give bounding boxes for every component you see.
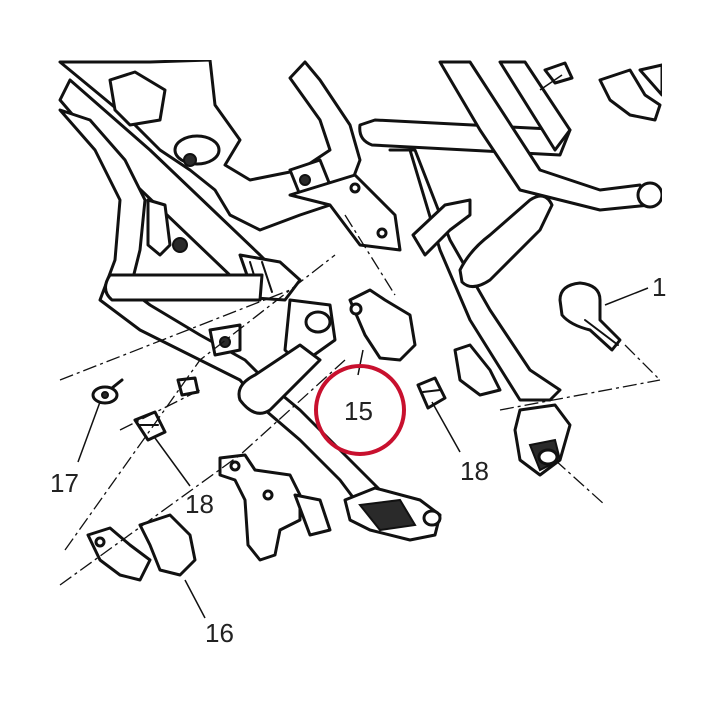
frame-upper-right [358,60,664,212]
hanging-plate-bracket [218,453,332,562]
footpeg-bracket-lower [343,486,442,542]
small-mounts [176,323,242,397]
crop-mask-left [0,0,58,720]
footpeg-bracket-right [453,343,572,477]
assembly-guide-lines [59,214,661,586]
center-bracket-plate [288,173,402,252]
callout-15: 15 [344,396,373,426]
crop-mask-right [662,0,720,720]
callout-18-right: 18 [460,456,489,486]
callout-18-left: 18 [185,489,214,519]
part-18-clip-nut-left [133,410,167,442]
part-15-rubber-mount [348,288,417,362]
callout-16: 16 [205,618,234,648]
part-18-clip-nut-right [416,376,447,410]
callout-17-edge: 17 [50,468,79,498]
frame-right-rails [388,148,562,402]
part-1-bolt [543,61,622,352]
leader-lines [77,74,649,619]
crop-mask-top [0,0,720,60]
part-16-bracket [86,513,197,582]
shock-mount-assembly [237,298,337,415]
part-17-screw [91,378,124,405]
cross-tube-left [104,273,264,302]
callout-1-edge: 1 [652,272,666,302]
highlight-circle [314,364,406,456]
